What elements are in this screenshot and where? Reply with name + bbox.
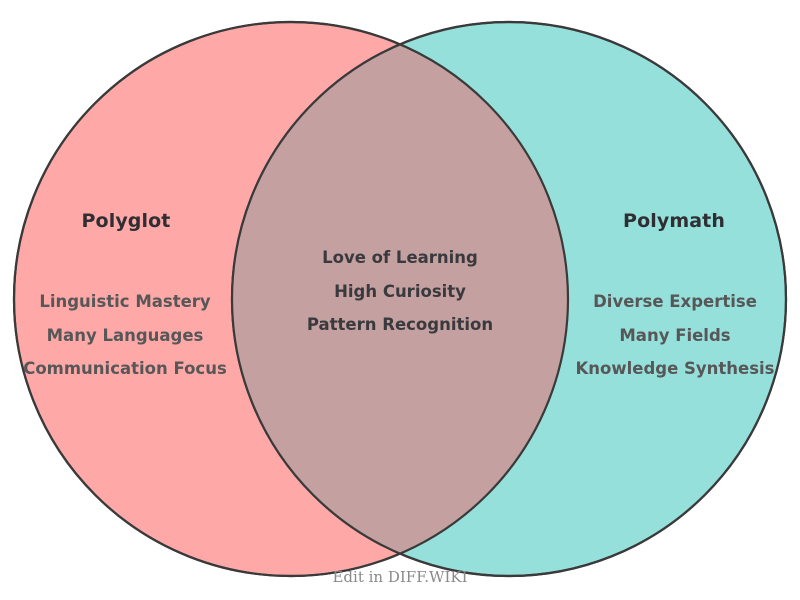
venn-circle-left-outline (12, 20, 570, 578)
venn-left-item: Many Languages (46, 325, 204, 345)
venn-left-set-title: Polyglot (81, 210, 171, 232)
venn-right-item: Knowledge Synthesis (575, 359, 775, 378)
venn-intersection-item: Love of Learning (322, 248, 478, 267)
venn-left-item-list: Linguistic Mastery Many Languages Commun… (0, 292, 250, 395)
edit-in-diff-wiki-watermark[interactable]: Edit in DIFF.WIKI (332, 568, 468, 586)
venn-intersection-region[interactable] (232, 22, 786, 576)
venn-intersection-item-list: Love of Learning High Curiosity Pattern … (275, 248, 525, 351)
venn-circle-right-outline (230, 20, 788, 578)
venn-left-item: Linguistic Mastery (39, 292, 211, 311)
venn-right-item: Diverse Expertise (593, 292, 757, 311)
venn-right-set-title: Polymath (623, 210, 725, 232)
venn-right-item: Many Fields (619, 325, 731, 345)
venn-intersection-item: Pattern Recognition (306, 315, 494, 334)
venn-intersection-item: High Curiosity (334, 281, 466, 301)
venn-left-item: Communication Focus (23, 359, 227, 378)
venn-right-item-list: Diverse Expertise Many Fields Knowledge … (550, 292, 800, 395)
